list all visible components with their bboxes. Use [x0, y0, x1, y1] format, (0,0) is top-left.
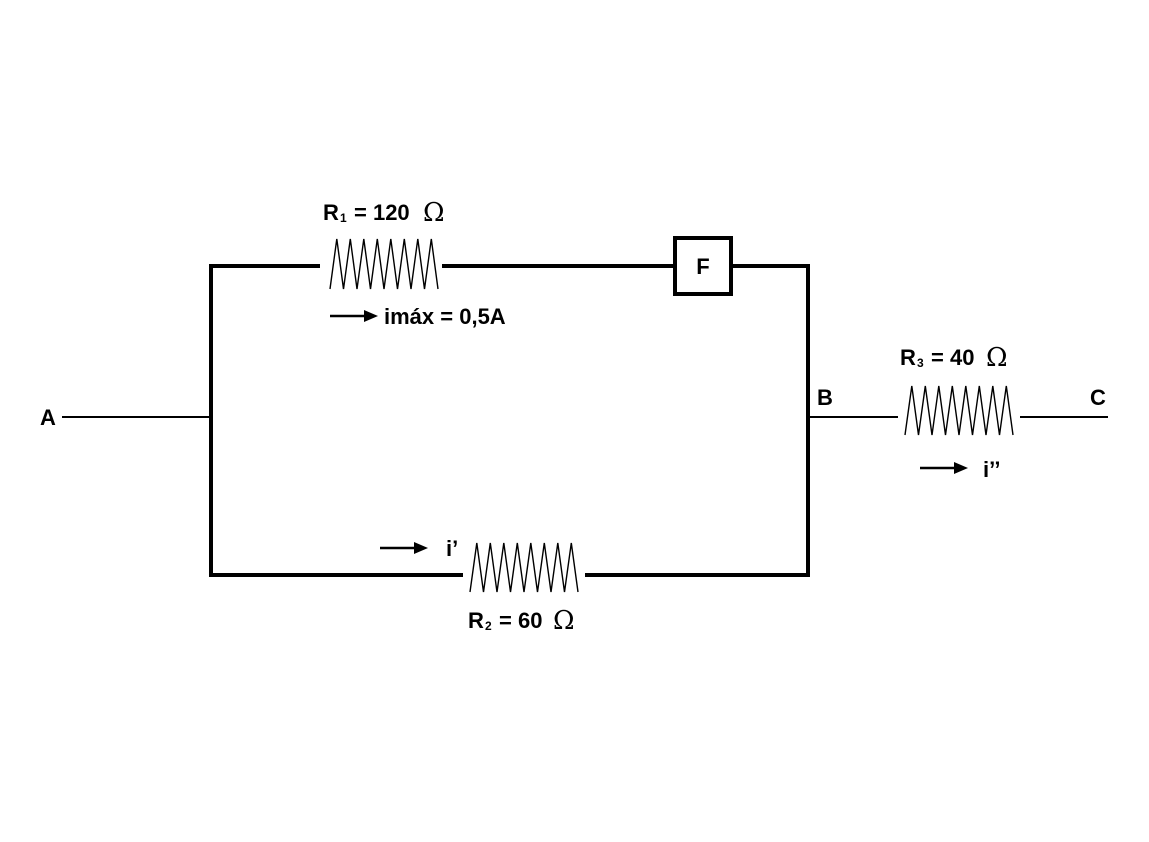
- r1-value: = 120: [354, 200, 410, 225]
- resistor-r3-zigzag: [904, 385, 1014, 436]
- node-c-label: C: [1090, 385, 1106, 410]
- r1-unit: Ω: [423, 198, 445, 228]
- i-prime-label: i’: [446, 536, 458, 561]
- fuse: F: [673, 236, 733, 296]
- resistor-r2: [469, 542, 579, 593]
- r1-index: 1: [340, 211, 347, 225]
- resistor-r1: [329, 238, 439, 290]
- fuse-box: [673, 236, 733, 296]
- r3-index: 3: [917, 356, 924, 370]
- node-a-label: A: [40, 405, 56, 430]
- r3-value: = 40: [931, 345, 974, 370]
- r1-symbol: R: [323, 200, 339, 225]
- current-i-prime: i’: [380, 536, 458, 561]
- r3-label: R 3 = 40 Ω: [900, 343, 1008, 373]
- resistor-r1-zigzag: [329, 238, 439, 290]
- r2-symbol: R: [468, 608, 484, 633]
- imax-label: imáx = 0,5A: [384, 304, 506, 329]
- imax-arrow-head: [364, 310, 378, 322]
- fuse-label: F: [696, 254, 709, 279]
- resistor-r2-zigzag: [469, 542, 579, 593]
- wires: [62, 264, 1108, 577]
- wire-right-loop: [585, 264, 810, 577]
- resistor-r3: [904, 385, 1014, 436]
- r2-index: 2: [485, 619, 492, 633]
- r2-label: R 2 = 60 Ω: [468, 606, 575, 636]
- i-prime-arrow-head: [414, 542, 428, 554]
- r2-value: = 60: [499, 608, 542, 633]
- i-double-prime-label: i’’: [983, 457, 1001, 482]
- r3-unit: Ω: [986, 343, 1008, 373]
- wire-left-top: [209, 264, 320, 419]
- wire-left-bottom: [209, 415, 463, 577]
- r3-symbol: R: [900, 345, 916, 370]
- r2-unit: Ω: [553, 606, 575, 636]
- r1-label: R 1 = 120 Ω: [323, 198, 445, 228]
- current-i-double-prime: i’’: [920, 457, 1001, 482]
- i-double-prime-arrow-head: [954, 462, 968, 474]
- current-imax: imáx = 0,5A: [330, 304, 506, 329]
- node-b-label: B: [817, 385, 833, 410]
